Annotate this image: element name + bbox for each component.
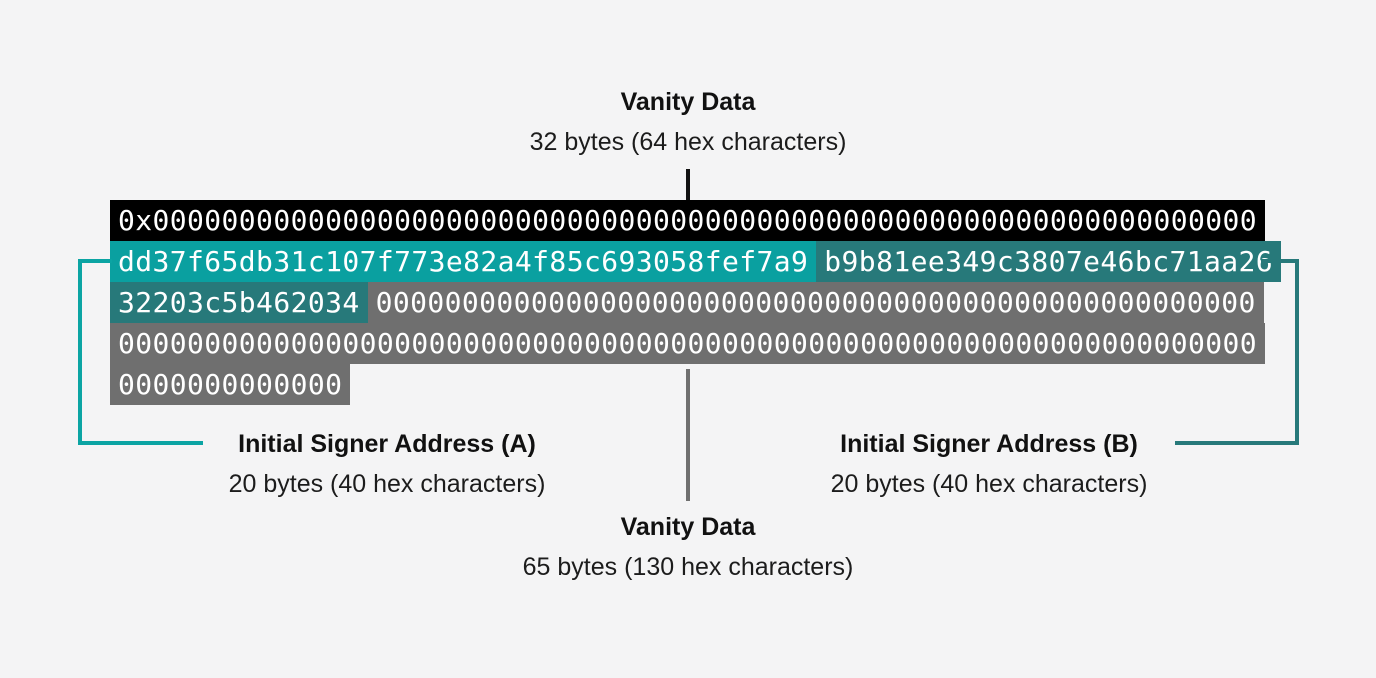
- bottom-vanity-title: Vanity Data: [620, 513, 756, 541]
- hex-segment-vanity: 0000000000000000000000000000000000000000…: [110, 323, 1265, 364]
- signer-b-label: Initial Signer Address (B) 20 bytes (40 …: [831, 424, 1148, 504]
- hex-segment-signer-a: dd37f65db31c107f773e82a4f85c693058fef7a9: [110, 241, 817, 282]
- signer-b-subtitle: 20 bytes (40 hex characters): [830, 470, 1148, 498]
- signer-a-bracket-vertical: [78, 259, 82, 445]
- hex-row: dd37f65db31c107f773e82a4f85c693058fef7a9…: [110, 241, 1281, 282]
- signer-b-bracket-vertical: [1295, 259, 1299, 445]
- top-vanity-label: Vanity Data 32 bytes (64 hex characters): [530, 82, 847, 162]
- bottom-vanity-label: Vanity Data 65 bytes (130 hex characters…: [523, 507, 854, 587]
- signer-a-subtitle: 20 bytes (40 hex characters): [228, 470, 546, 498]
- hex-block: 0x00000000000000000000000000000000000000…: [110, 200, 1281, 405]
- bottom-vanity-connector-line: [686, 369, 690, 501]
- top-vanity-connector-line: [686, 169, 690, 202]
- top-vanity-title: Vanity Data: [620, 88, 756, 116]
- hex-row: 0000000000000000000000000000000000000000…: [110, 323, 1265, 364]
- signer-a-bracket-top: [78, 259, 112, 263]
- signer-a-label: Initial Signer Address (A) 20 bytes (40 …: [229, 424, 546, 504]
- signer-b-title: Initial Signer Address (B): [840, 430, 1138, 458]
- hex-row: 0x00000000000000000000000000000000000000…: [110, 200, 1265, 241]
- signer-a-title: Initial Signer Address (A): [238, 430, 536, 458]
- hex-segment-signer-b: 32203c5b462034: [110, 282, 368, 323]
- signer-a-bracket-bottom: [78, 441, 203, 445]
- signer-b-bracket-top: [1261, 259, 1299, 263]
- hex-segment-header: 0x00000000000000000000000000000000000000…: [110, 200, 1265, 241]
- hex-row: 0000000000000: [110, 364, 351, 405]
- bottom-vanity-subtitle: 65 bytes (130 hex characters): [522, 553, 854, 581]
- hex-segment-vanity: 0000000000000000000000000000000000000000…: [367, 282, 1264, 323]
- signer-b-bracket-bottom: [1175, 441, 1299, 445]
- hex-segment-signer-b: b9b81ee349c3807e46bc71aa26: [816, 241, 1281, 282]
- top-vanity-subtitle: 32 bytes (64 hex characters): [529, 128, 847, 156]
- hex-segment-vanity: 0000000000000: [110, 364, 351, 405]
